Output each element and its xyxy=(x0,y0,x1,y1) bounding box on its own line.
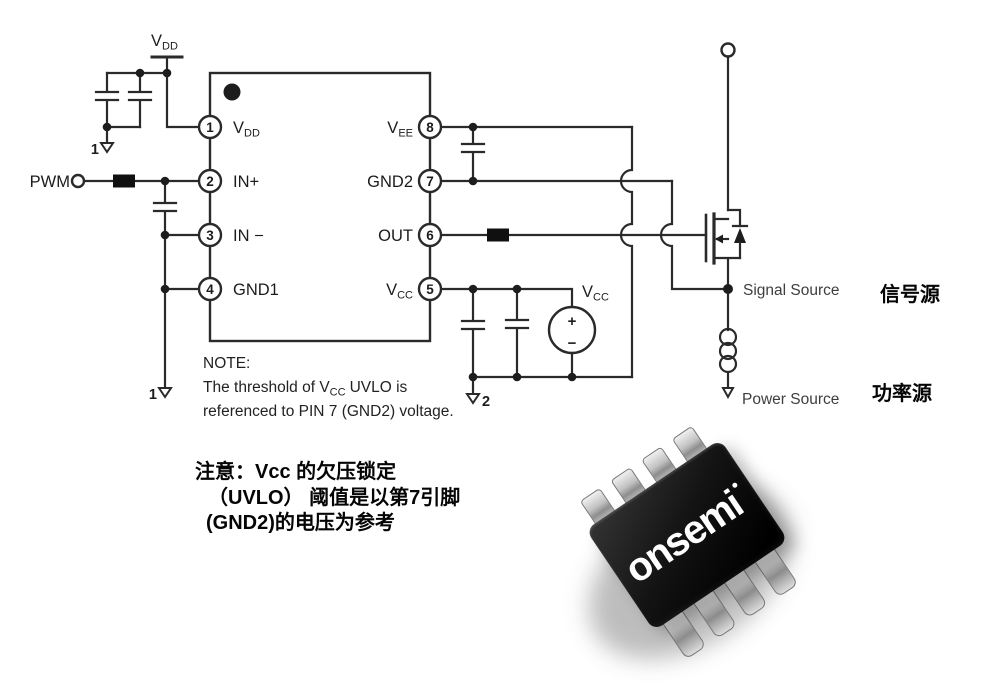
gnd2-label: 2 xyxy=(482,394,490,410)
ic-pin-1: 1 xyxy=(197,114,223,140)
pwm-terminal xyxy=(70,173,86,189)
vdd-to-pin1 xyxy=(165,71,201,129)
power-source-label-en: Power Source xyxy=(742,391,839,408)
mosfet-output-stage xyxy=(704,42,749,400)
note-zh-line-2: （UVLO） 阈值是以第7引脚 xyxy=(208,485,460,509)
signal-source-node xyxy=(723,284,733,294)
svg-text:4: 4 xyxy=(206,282,214,297)
input-cap xyxy=(152,179,178,237)
pin4-label: GND1 xyxy=(233,281,279,299)
svg-text:7: 7 xyxy=(426,174,434,189)
mosfet-body-arrow xyxy=(715,234,723,244)
vcc-source-label: VCC xyxy=(582,283,609,304)
mosfet-source-bracket xyxy=(712,256,742,291)
pwm-bead xyxy=(113,174,135,188)
pwm-input-network xyxy=(70,173,201,399)
note-title: NOTE: xyxy=(203,355,250,372)
signal-source-label-zh: 信号源 xyxy=(880,282,940,306)
gnd1b-arrow xyxy=(157,387,173,399)
ic-pin-5: 5 xyxy=(417,276,443,302)
vee-gnd2-cap xyxy=(460,125,486,183)
pin1-label: VDD xyxy=(233,119,260,140)
onsemi-logo-text: onsemi xyxy=(616,481,751,592)
svg-text:2: 2 xyxy=(206,174,214,189)
pwm-label: PWM xyxy=(30,173,70,191)
vcc-plus-sign: + xyxy=(568,313,577,330)
vdd-supply-label: VDD xyxy=(151,32,178,53)
power-source-label-zh: 功率源 xyxy=(872,381,932,405)
ic-pin-7: 7 xyxy=(417,168,443,194)
mosfet-drain-bracket xyxy=(712,208,742,228)
gnd1a-arrow xyxy=(99,142,115,154)
pin3-label: IN − xyxy=(233,227,264,245)
pin6-label: OUT xyxy=(378,227,413,245)
inductor-loop-1 xyxy=(718,327,738,347)
vcc-minus-sign: − xyxy=(568,335,577,352)
drain-terminal xyxy=(720,42,736,58)
junction-dots xyxy=(102,68,733,382)
note-line-2: referenced to PIN 7 (GND2) voltage. xyxy=(203,403,454,420)
vdd-supply-network xyxy=(94,55,201,154)
ic-body xyxy=(208,71,432,343)
pin2-label: IN+ xyxy=(233,173,259,191)
note-zh-line-1: 注意：Vcc 的欠压锁定 xyxy=(195,459,396,483)
note-zh-line-3: (GND2)的电压为参考 xyxy=(206,510,395,534)
vcc-cap-b xyxy=(504,287,530,379)
in-chain-vertical xyxy=(163,233,201,390)
svg-text:5: 5 xyxy=(426,282,434,297)
inductor-loop-2 xyxy=(718,341,738,361)
svg-text:3: 3 xyxy=(206,228,214,243)
vcc-cap-a xyxy=(460,287,486,379)
ic-pin-3: 3 xyxy=(197,222,223,248)
chip-photo: onsemi xyxy=(552,424,824,681)
decoupling-cap-b xyxy=(127,71,153,129)
svg-text:1: 1 xyxy=(206,120,214,135)
ic-pin-2: 2 xyxy=(197,168,223,194)
gate-bead xyxy=(487,228,509,242)
power-source-arrow xyxy=(721,387,735,400)
pin5-label: VCC xyxy=(386,281,413,302)
right-side-network xyxy=(439,125,725,405)
body-diode-arrow xyxy=(734,228,746,243)
pin8-label: VEE xyxy=(387,119,413,140)
decoupling-cap-a xyxy=(94,71,120,129)
ic-pin-4: 4 xyxy=(197,276,223,302)
pin1-marker-dot xyxy=(223,83,241,101)
note-chinese: 注意：Vcc 的欠压锁定 （UVLO） 阈值是以第7引脚 (GND2)的电压为参… xyxy=(195,459,460,534)
gnd1a-label: 1 xyxy=(91,142,99,158)
pin5-wire xyxy=(439,287,574,309)
gnd1b-label: 1 xyxy=(149,387,157,403)
gnd2-arrow xyxy=(465,393,481,405)
signal-source-label-en: Signal Source xyxy=(743,282,840,299)
pin7-label: GND2 xyxy=(367,173,413,191)
svg-text:8: 8 xyxy=(426,120,434,135)
ic-pin-8: 8 xyxy=(417,114,443,140)
ic-pin-6: 6 xyxy=(417,222,443,248)
vee-vertical xyxy=(619,125,634,379)
svg-text:6: 6 xyxy=(426,228,434,243)
gnd2-kelvin-wire xyxy=(659,179,725,291)
logo-trademark-dot xyxy=(730,481,738,489)
